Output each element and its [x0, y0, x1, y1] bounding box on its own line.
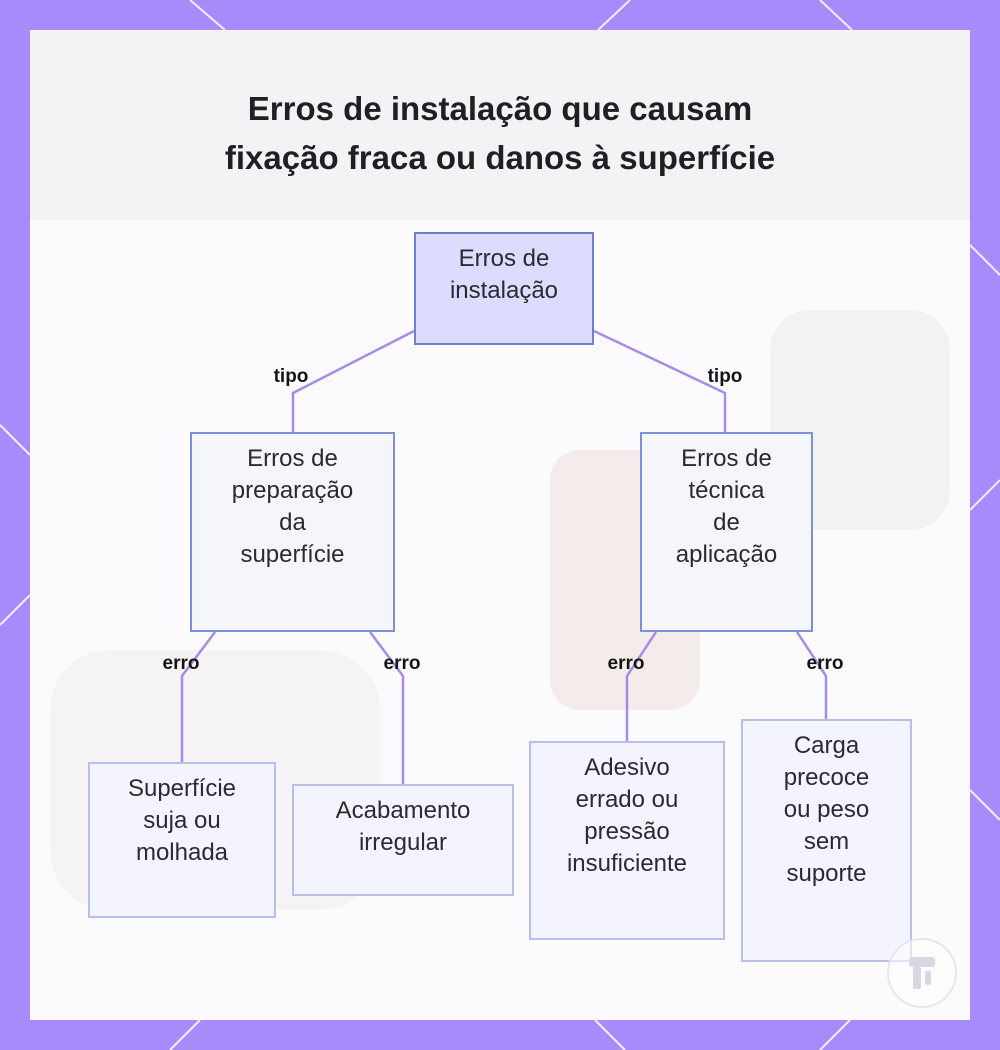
- node-irregular-finish: Acabamento irregular: [292, 784, 514, 896]
- node-label: Acabamento irregular: [336, 795, 471, 859]
- connector-root-surface: [293, 331, 414, 432]
- brand-logo-icon: [882, 933, 962, 1013]
- node-label: Carga precoce ou peso sem suporte: [784, 730, 869, 890]
- connector-root-technique: [594, 331, 725, 432]
- edge-label-tipo: tipo: [274, 366, 309, 388]
- node-application-technique-errors: Erros de técnica de aplicação: [640, 432, 813, 632]
- node-root-installation-errors: Erros de instalação: [414, 232, 594, 345]
- node-dirty-surface: Superfície suja ou molhada: [88, 762, 276, 918]
- edge-label-erro: erro: [807, 653, 844, 675]
- node-early-load: Carga precoce ou peso sem suporte: [741, 719, 912, 962]
- connector-technique-adhesive: [627, 632, 656, 741]
- edge-label-erro: erro: [608, 653, 645, 675]
- node-label: Erros de instalação: [450, 243, 558, 307]
- node-surface-preparation-errors: Erros de preparação da superfície: [190, 432, 395, 632]
- edge-label-erro: erro: [384, 653, 421, 675]
- node-label: Erros de técnica de aplicação: [676, 443, 777, 571]
- node-wrong-adhesive: Adesivo errado ou pressão insuficiente: [529, 741, 725, 940]
- node-label: Adesivo errado ou pressão insuficiente: [567, 752, 687, 880]
- connector-surface-dirty: [182, 632, 215, 762]
- node-label: Erros de preparação da superfície: [232, 443, 353, 571]
- connector-technique-load: [797, 632, 826, 719]
- edge-label-erro: erro: [163, 653, 200, 675]
- node-label: Superfície suja ou molhada: [128, 773, 236, 869]
- edge-label-tipo: tipo: [708, 366, 743, 388]
